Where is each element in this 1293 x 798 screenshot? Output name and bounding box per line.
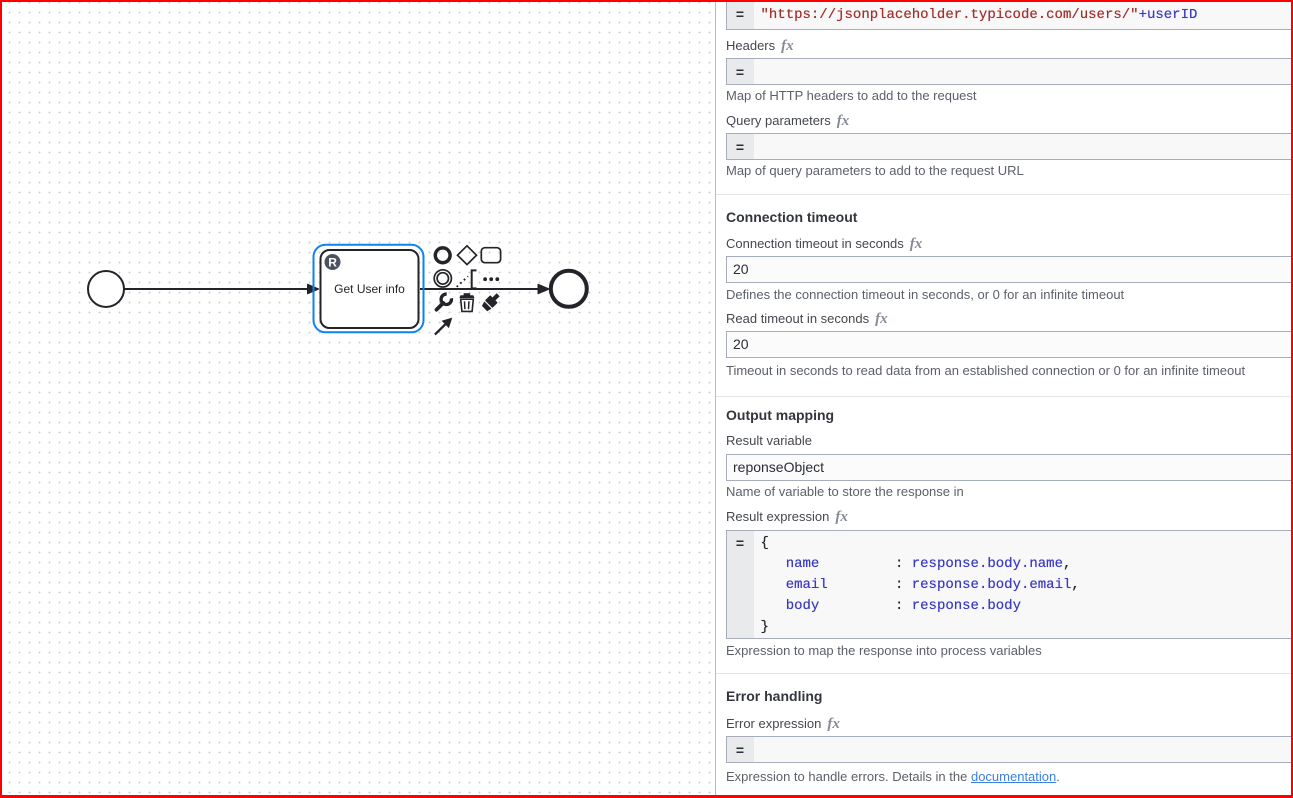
svg-text:Get User info: Get User info — [334, 282, 405, 296]
svg-text:R: R — [328, 256, 337, 270]
